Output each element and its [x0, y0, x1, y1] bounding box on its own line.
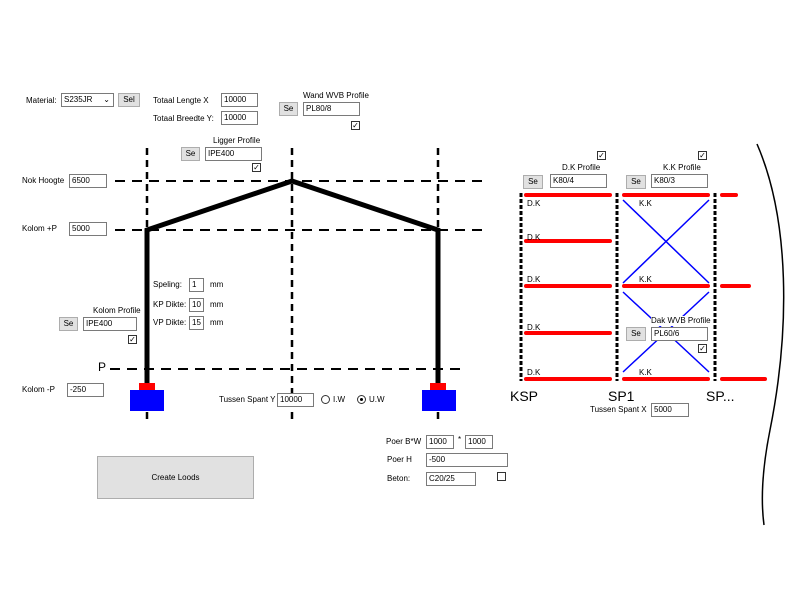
vp-dikte-unit: mm	[210, 318, 224, 327]
dak-wvb-label: Dak WVB Profile	[651, 316, 711, 326]
material-sel-button[interactable]: Sel	[118, 93, 140, 107]
poer-bw-label: Poer B*W	[386, 437, 422, 446]
speling-unit: mm	[210, 280, 224, 289]
dk-profile-input[interactable]: K80/4	[550, 174, 607, 188]
kk-profile-input[interactable]: K80/3	[651, 174, 708, 188]
ligger-label: Ligger Profile	[213, 136, 261, 145]
dk-label-5: D.K	[527, 368, 541, 377]
kolom-profile-se-button[interactable]: Se	[59, 317, 78, 331]
dak-wvb-checkbox[interactable]: ✓	[698, 344, 707, 353]
plan-columns	[519, 193, 717, 381]
speling-input[interactable]: 1	[189, 278, 204, 292]
beton-label: Beton:	[387, 474, 411, 483]
breedte-label: Totaal Breedte Y:	[153, 114, 214, 123]
dk-label-1: D.K	[527, 199, 541, 208]
tussen-y-label: Tussen Spant Y	[219, 395, 276, 404]
vp-dikte-label: VP Dikte:	[153, 318, 187, 327]
radio-uw-label: U.W	[369, 395, 385, 404]
nok-label: Nok Hoogte	[22, 176, 65, 185]
kolom-min-label: Kolom -P	[22, 385, 55, 394]
portal-frame	[144, 178, 441, 387]
poer-w-input[interactable]: 1000	[465, 435, 493, 449]
foundation-right	[422, 390, 456, 411]
create-loods-button[interactable]: Create Loods	[97, 456, 254, 499]
poer-h-input[interactable]: -500	[426, 453, 508, 467]
ligger-input[interactable]: IPE400	[205, 147, 262, 161]
vp-dikte-input[interactable]: 15	[189, 316, 204, 330]
kk-profile-se-button[interactable]: Se	[626, 175, 646, 189]
material-label: Material:	[26, 96, 57, 105]
foundation-left	[130, 390, 164, 411]
ligger-se-button[interactable]: Se	[181, 147, 200, 161]
dk-label-3: D.K	[527, 275, 541, 284]
poer-h-label: Poer H	[387, 455, 412, 464]
times-label: *	[458, 435, 462, 444]
break-curve	[756, 143, 785, 526]
radio-iw[interactable]	[321, 395, 330, 404]
tussen-x-label: Tussen Spant X	[590, 405, 647, 414]
beton-checkbox[interactable]	[497, 472, 506, 481]
beton-input[interactable]: C20/25	[426, 472, 476, 486]
dk-profile-label: D.K Profile	[562, 163, 601, 172]
ksp-label: KSP	[510, 388, 539, 404]
material-value: S235JR	[64, 95, 93, 104]
kk-profile-label: K.K Profile	[663, 163, 701, 172]
kolom-profile-label: Kolom Profile	[93, 306, 141, 315]
kk-label-1: K.K	[639, 199, 653, 208]
kk-label-2: K.K	[639, 275, 653, 284]
poer-b-input[interactable]: 1000	[426, 435, 454, 449]
lengte-input[interactable]: 10000	[221, 93, 258, 107]
ligger-checkbox[interactable]: ✓	[252, 163, 261, 172]
speling-label: Speling:	[153, 280, 182, 289]
base-plate-left	[139, 383, 155, 390]
lengte-label: Totaal Lengte X	[153, 96, 209, 105]
wand-wvb-se-button[interactable]: Se	[279, 102, 298, 116]
kp-dikte-input[interactable]: 10	[189, 298, 204, 312]
kolom-plus-input[interactable]: 5000	[69, 222, 107, 236]
kk-label-3: K.K	[639, 368, 653, 377]
dk-profile-se-button[interactable]: Se	[523, 175, 543, 189]
dk-label-2: D.K	[527, 233, 541, 242]
breedte-input[interactable]: 10000	[221, 111, 258, 125]
kolom-min-input[interactable]: -250	[67, 383, 104, 397]
kk-profile-checkbox[interactable]: ✓	[698, 151, 707, 160]
radio-uw[interactable]	[357, 395, 366, 404]
sp1-label: SP1	[608, 388, 635, 404]
dak-wvb-input[interactable]: PL60/6	[651, 327, 708, 341]
kp-dikte-unit: mm	[210, 300, 224, 309]
purlins	[524, 193, 767, 381]
kolom-plus-label: Kolom +P	[22, 224, 57, 233]
dk-label-4: D.K	[527, 323, 541, 332]
dk-profile-checkbox[interactable]: ✓	[597, 151, 606, 160]
p-label: P	[98, 360, 107, 374]
kolom-profile-input[interactable]: IPE400	[83, 317, 137, 331]
radio-iw-label: I.W	[333, 395, 345, 404]
nok-input[interactable]: 6500	[69, 174, 107, 188]
material-select[interactable]: S235JR ⌄	[61, 93, 114, 107]
wand-wvb-checkbox[interactable]: ✓	[351, 121, 360, 130]
dak-wvb-se-button[interactable]: Se	[626, 327, 646, 341]
base-plate-right	[430, 383, 446, 390]
wand-wvb-input[interactable]: PL80/8	[303, 102, 360, 116]
tussen-y-input[interactable]: 10000	[277, 393, 314, 407]
sp-label: SP...	[706, 388, 735, 404]
plan-labels: D.K D.K D.K D.K D.K K.K K.K K.K	[527, 199, 653, 377]
wand-wvb-label: Wand WVB Profile	[303, 91, 369, 100]
kp-dikte-label: KP Dikte:	[153, 300, 187, 309]
chevron-down-icon: ⌄	[103, 95, 110, 104]
tussen-x-input[interactable]: 5000	[651, 403, 689, 417]
kolom-profile-checkbox[interactable]: ✓	[128, 335, 137, 344]
